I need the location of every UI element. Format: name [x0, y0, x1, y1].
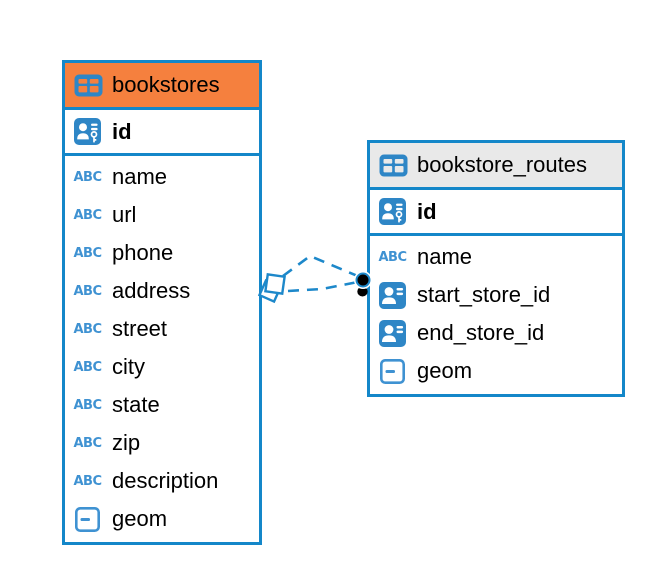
table-icon [379, 154, 408, 177]
column-name: zip [112, 430, 141, 455]
text-type-icon: ABC [73, 169, 102, 185]
column-name: street [112, 316, 168, 341]
column-name: id [112, 118, 132, 144]
table-header-bookstore_routes[interactable]: bookstore_routes [370, 143, 622, 190]
column-row-phone[interactable]: ABC phone [65, 234, 259, 272]
column-row-url[interactable]: ABC url [65, 196, 259, 234]
geometry-type-icon [73, 506, 102, 532]
column-name: geom [112, 506, 168, 531]
text-type-icon: ABC [378, 249, 407, 265]
column-row-zip[interactable]: ABC zip [65, 424, 259, 462]
reference-type-icon [378, 281, 407, 309]
column-name: name [112, 164, 168, 189]
column-row-name[interactable]: ABC name [370, 238, 622, 276]
column-name: description [112, 468, 219, 493]
column-row-street[interactable]: ABC street [65, 310, 259, 348]
text-type-icon: ABC [73, 435, 102, 451]
column-name: name [417, 244, 473, 269]
column-row-address[interactable]: ABC address [65, 272, 259, 310]
primary-key-row-id[interactable]: id [65, 110, 259, 156]
relationship-line-upper[interactable] [282, 254, 361, 279]
text-type-icon: ABC [73, 397, 102, 413]
text-type-icon: ABC [73, 245, 102, 261]
column-row-name[interactable]: ABC name [65, 158, 259, 196]
primary-key-icon [378, 198, 407, 225]
column-row-state[interactable]: ABC state [65, 386, 259, 424]
table-icon [74, 74, 103, 97]
table-header-bookstores[interactable]: bookstores [65, 63, 259, 110]
relationship-source-handle-icon[interactable] [257, 273, 286, 304]
table-name: bookstores [112, 72, 220, 97]
primary-key-row-id[interactable]: id [370, 190, 622, 236]
column-name: city [112, 354, 145, 379]
column-name: geom [417, 358, 473, 383]
text-type-icon: ABC [73, 473, 102, 489]
text-type-icon: ABC [73, 283, 102, 299]
column-row-start_store_id[interactable]: start_store_id [370, 276, 622, 314]
column-row-end_store_id[interactable]: end_store_id [370, 314, 622, 352]
relationship-line-lower[interactable] [287, 280, 359, 293]
column-name: url [112, 202, 137, 227]
column-row-city[interactable]: ABC city [65, 348, 259, 386]
table-name: bookstore_routes [417, 152, 587, 177]
reference-type-icon [378, 319, 407, 347]
column-name: start_store_id [417, 282, 551, 307]
text-type-icon: ABC [73, 321, 102, 337]
primary-key-icon [73, 118, 102, 145]
text-type-icon: ABC [73, 207, 102, 223]
column-row-geom[interactable]: geom [370, 352, 622, 390]
column-row-geom[interactable]: geom [65, 500, 259, 538]
column-name: id [417, 198, 437, 224]
column-name: state [112, 392, 160, 417]
geometry-type-icon [378, 358, 407, 384]
column-name: end_store_id [417, 320, 545, 345]
column-row-description[interactable]: ABC description [65, 462, 259, 500]
column-name: phone [112, 240, 174, 265]
text-type-icon: ABC [73, 359, 102, 375]
column-name: address [112, 278, 191, 303]
